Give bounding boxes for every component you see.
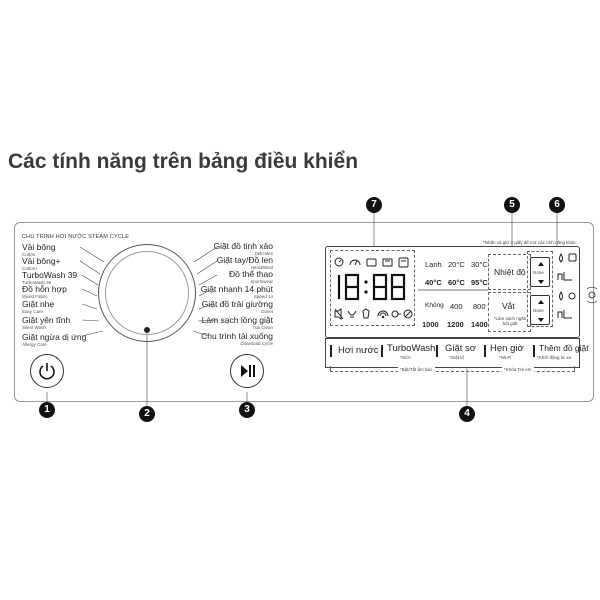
spin-800: 800 <box>473 302 486 311</box>
spin-1200: 1200 <box>447 320 464 329</box>
callout-2: 2 <box>139 406 155 422</box>
power-button[interactable] <box>30 354 64 388</box>
delay-sub: *Wi-Fi <box>499 355 512 360</box>
status-display-zone <box>330 250 415 326</box>
temp-20: 20°C <box>448 260 465 269</box>
temp-95: 95°C <box>471 278 488 287</box>
spin-1400: 1400 <box>471 320 488 329</box>
none-label-bottom: None <box>533 308 544 313</box>
spin-button-zone[interactable] <box>488 292 531 332</box>
hold-note: *Nhấn và giữ 3 giây để mở các tính năng … <box>483 240 576 245</box>
spin-note: *Làm sạch ngăn bột giặt <box>493 316 527 326</box>
spin-1000: 1000 <box>422 320 439 329</box>
steam-indicator <box>330 345 332 357</box>
dial-indicator <box>144 327 150 333</box>
seven-segment-display <box>337 273 406 301</box>
delay-end-button[interactable]: Hẹn giờ <box>490 343 524 354</box>
sound-toggle-note: *Bật/Tắt âm báo <box>398 367 435 372</box>
callout-6: 6 <box>549 197 565 213</box>
turbowash-sub: *Giũ+ <box>400 355 412 360</box>
prewash-indicator <box>436 345 438 357</box>
option-buttons-row <box>325 338 580 368</box>
prewash-button[interactable]: Giặt sơ <box>445 343 477 354</box>
start-pause-button[interactable] <box>230 354 264 388</box>
rinse-updown-bottom[interactable] <box>530 295 550 325</box>
temp-40: 40°C <box>425 278 442 287</box>
extra-indicator-zone <box>527 251 553 327</box>
display-divider <box>418 289 488 291</box>
turbowash-button[interactable]: TurboWash <box>387 343 436 354</box>
updown-arrows-icon <box>538 262 544 284</box>
temp-60: 60°C <box>448 278 465 287</box>
callout-4: 4 <box>459 406 475 422</box>
status-icons-bottom <box>334 308 413 320</box>
add-item-sub: *Khởi động từ xa <box>537 355 571 360</box>
temp-cold: Lạnh <box>425 260 442 269</box>
callout-5: 5 <box>504 197 520 213</box>
updown-arrows-icon-2 <box>538 300 544 322</box>
status-icons-top <box>334 257 409 268</box>
spin-none: Không <box>425 302 444 309</box>
page-title: Các tính năng trên bảng điều khiển <box>8 150 359 173</box>
prewash-sub: *Giặt kĩ <box>449 355 464 360</box>
turbowash-indicator <box>381 345 383 357</box>
side-status-icons <box>557 253 577 319</box>
program-dial-inner <box>105 251 189 335</box>
steam-button[interactable]: Hơi nước <box>338 345 379 356</box>
rinse-updown-top[interactable] <box>530 257 550 287</box>
time-digits <box>333 272 411 302</box>
program-dial[interactable] <box>98 244 196 342</box>
callout-3: 3 <box>239 402 255 418</box>
steam-cycle-header: CHU TRÌNH HƠI NƯỚC STEAM CYCLE <box>22 234 130 240</box>
temp-30: 30°C <box>471 260 488 269</box>
add-item-button[interactable]: Thêm đồ giặt <box>539 343 589 353</box>
power-icon <box>39 363 55 380</box>
add-item-indicator <box>533 345 535 357</box>
callout-7: 7 <box>366 197 382 213</box>
delay-indicator <box>484 345 486 357</box>
side-gear-icon <box>586 286 598 304</box>
display-panel <box>325 246 580 338</box>
spin-button-label: Vắt <box>502 301 515 311</box>
play-pause-icon <box>241 365 255 377</box>
spin-400: 400 <box>450 302 463 311</box>
long-press-bracket <box>330 366 575 372</box>
callout-1: 1 <box>39 402 55 418</box>
program-cotton-plus[interactable]: Vải bông+Cotton+ <box>22 256 61 271</box>
child-lock-note: *Khóa Trẻ em <box>502 367 534 372</box>
none-label-top: None <box>533 270 544 275</box>
temp-button-label: Nhiệt độ <box>494 267 526 277</box>
